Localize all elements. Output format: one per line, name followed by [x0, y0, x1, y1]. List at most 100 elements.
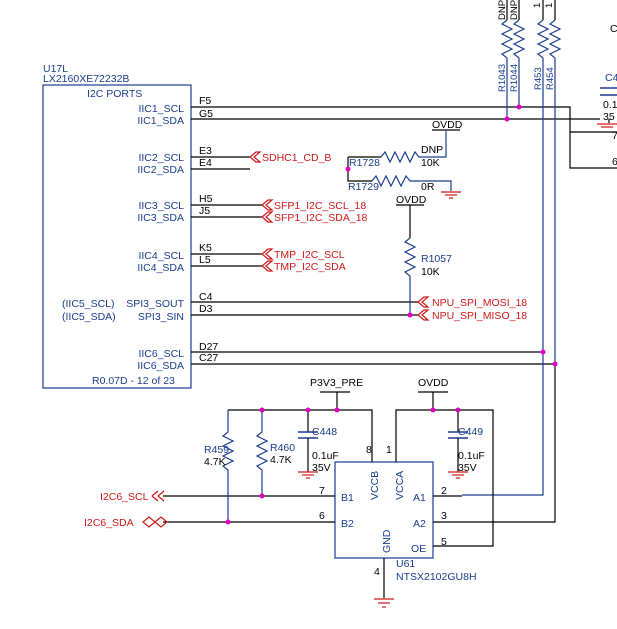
c4x-ref: C4 — [605, 72, 617, 84]
r1044-ref: R1044 — [509, 64, 520, 92]
r1729-symbol — [371, 174, 452, 191]
pin-number: K5 — [199, 242, 212, 254]
r1729-value: 0R — [421, 181, 435, 193]
u61-pin-2: 2 — [441, 485, 447, 497]
r453-ref: R453 — [533, 67, 544, 90]
junction-dot — [259, 407, 265, 413]
gnd-symbol — [374, 598, 394, 608]
c448-voltage: 35V — [312, 462, 331, 474]
pin-name: IIC6_SDA — [137, 360, 184, 372]
r1057-value: 10K — [421, 266, 440, 278]
junction-dot — [455, 407, 461, 413]
net-i2c6-sda: I2C6_SDA — [84, 517, 134, 529]
junction-dot — [516, 104, 522, 110]
r1728-symbol — [380, 131, 447, 164]
pin-alt-name: (IIC5_SDA) — [62, 311, 116, 323]
pin-name: SPI3_SOUT — [126, 298, 184, 310]
ovdd-top-label: OVDD — [432, 119, 463, 131]
net-sfp-scl: SFP1_I2C_SCL_18 — [274, 200, 366, 212]
pin-number: C4 — [199, 291, 213, 303]
pin-number: D27 — [199, 341, 218, 353]
i2c6-arrows — [142, 490, 168, 528]
ovdd-bottom-bar — [418, 391, 448, 410]
u61-pin-b1: B1 — [341, 492, 354, 504]
r1044-note: DNP — [509, 0, 520, 20]
net-sdhc: SDHC1_CD_B — [262, 152, 331, 164]
pin-name: IIC1_SDA — [137, 115, 184, 127]
u61-pin-gnd: GND — [381, 529, 393, 553]
ovdd-bottom-label: OVDD — [418, 377, 449, 389]
r454-top-label: 1 — [544, 3, 555, 8]
u61-pin-oe: OE — [411, 543, 426, 555]
pin-number: F5 — [199, 95, 211, 107]
wire-vccb — [228, 409, 373, 462]
u61-pin-vcca: VCCA — [394, 471, 406, 500]
top-rails — [506, 0, 556, 20]
u17-revision: R0.07D - 12 of 23 — [92, 375, 175, 387]
r453-top-label: 1 — [532, 3, 543, 8]
gnd-symbol — [597, 123, 617, 128]
net-npu-miso: NPU_SPI_MISO_18 — [432, 310, 527, 322]
c449-value: 0.1uF — [458, 450, 485, 462]
u61-pin-vccb: VCCB — [369, 471, 381, 500]
u61-pin-8: 8 — [366, 444, 372, 456]
net-arrows — [249, 151, 430, 321]
pin-number: D3 — [199, 303, 213, 315]
pin-number: J5 — [199, 205, 210, 217]
u61-pin-5: 5 — [441, 536, 447, 548]
u61-pin-4: 4 — [374, 566, 380, 578]
junction-dot — [305, 407, 311, 413]
u17-body — [42, 84, 192, 389]
wire-a2 — [433, 364, 556, 523]
r454-ref: R454 — [545, 67, 556, 90]
net-tmp-scl: TMP_I2C_SCL — [274, 249, 345, 261]
pin-name: SPI3_SIN — [138, 311, 184, 323]
r453-symbol — [462, 19, 550, 496]
u17-block-title: I2C PORTS — [87, 88, 142, 100]
r1043-ref: R1043 — [497, 64, 508, 92]
r1728-ref: R1728 — [349, 157, 380, 169]
c449-voltage: 35V — [458, 462, 477, 474]
gnd-symbol — [448, 471, 468, 479]
pin-name: IIC3_SCL — [138, 200, 184, 212]
u61-wires — [163, 364, 556, 598]
r1043-note: DNP — [497, 0, 508, 20]
c449-ref: C449 — [458, 426, 483, 438]
pin-number: L5 — [199, 254, 211, 266]
c448-ref: C448 — [312, 426, 337, 438]
u61-pin-6: 6 — [319, 510, 325, 522]
edge-c-label: C — [610, 23, 617, 35]
net-sfp-sda: SFP1_I2C_SDA_18 — [274, 212, 368, 224]
pin-name: IIC1_SCL — [138, 103, 184, 115]
r1057-symbol — [403, 237, 417, 315]
p3v3-label: P3V3_PRE — [310, 377, 363, 389]
r460-symbol — [255, 410, 269, 496]
u17-pin-numbers: F5 G5 E3 E4 H5 J5 K5 L5 C4 D3 D27 C27 — [199, 95, 218, 364]
pin-name: IIC2_SCL — [138, 152, 184, 164]
wire-vcca — [395, 409, 458, 462]
pin-name: IIC4_SDA — [137, 262, 184, 274]
pin-name: IIC4_SCL — [138, 250, 184, 262]
r1728-value: 10K — [421, 157, 440, 169]
junction-dot — [552, 361, 558, 367]
junction-dot — [225, 519, 231, 525]
u61-pin-a1: A1 — [413, 492, 426, 504]
net-i2c6-scl: I2C6_SCL — [100, 491, 149, 503]
pin-name: IIC6_SCL — [138, 348, 184, 360]
u61-pin-a2: A2 — [413, 518, 426, 530]
junction-dot — [259, 493, 265, 499]
c4x-symbol — [600, 87, 617, 96]
net-npu-mosi: NPU_SPI_MOSI_18 — [432, 297, 527, 309]
p3v3-bar — [320, 391, 350, 410]
pin-number: C27 — [199, 352, 218, 364]
wire-right-6 — [569, 132, 617, 169]
r460-value: 4.7K — [270, 454, 292, 466]
u61-ref: U61 — [396, 558, 415, 570]
wire-r1729 — [347, 157, 372, 182]
pin-number: G5 — [199, 108, 213, 120]
edge-6-label: 6 — [612, 156, 617, 168]
junction-dot — [430, 407, 436, 413]
edge-7-label: 7 — [612, 130, 617, 142]
wire-oe — [433, 409, 494, 547]
junction-dot — [540, 349, 546, 355]
